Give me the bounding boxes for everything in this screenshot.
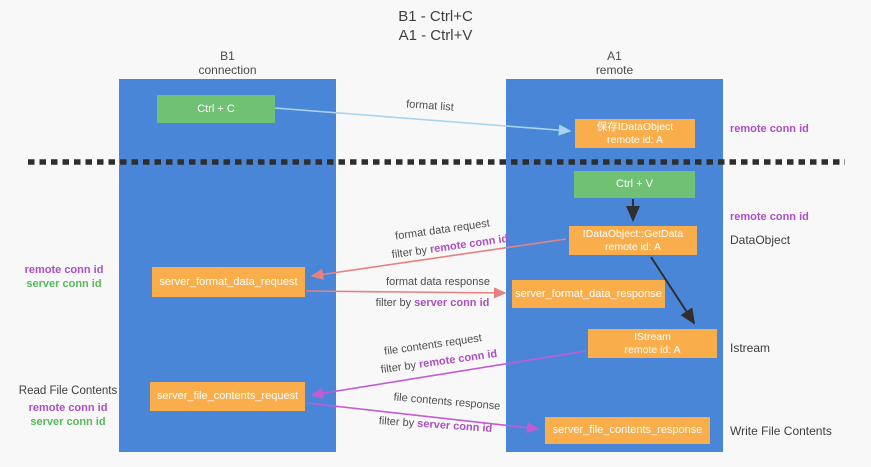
node-getdata-line1: IDataObject::GetData (582, 227, 684, 240)
annotation-left-bottom-server: server conn id (30, 416, 106, 428)
node-istream: IStream remote id: A (588, 329, 717, 358)
lane-b1-name: B1 (220, 49, 235, 63)
annotation-left-mid-server: server conn id (26, 278, 102, 290)
lane-b1-subtitle: connection (198, 63, 257, 77)
node-save-line1: 保存IDataObject (596, 120, 674, 133)
annotation-remote-conn-id-top: remote conn id (730, 123, 809, 135)
lane-header-b1: B1 connection (119, 49, 336, 77)
annotation-left-mid: remote conn id server conn id (18, 263, 110, 291)
annotation-left-mid-remote: remote conn id (24, 264, 104, 276)
label-filter-server-1-prefix: filter by (375, 297, 415, 309)
node-ctrl-v-label: Ctrl + V (616, 178, 653, 190)
page-title: B1 - Ctrl+C A1 - Ctrl+V (0, 7, 871, 45)
lane-a1-name: A1 (607, 49, 622, 63)
node-server-format-data-request: server_format_data_request (152, 267, 305, 297)
annotation-left-bottom-remote: remote conn id (28, 402, 108, 414)
annotation-istream: Istream (730, 341, 771, 355)
label-filter-server-2-value: server conn id (416, 417, 493, 435)
node-ctrl-v: Ctrl + V (574, 171, 695, 198)
label-filter-server-1-value: server conn id (414, 297, 490, 309)
node-idataobject-getdata: IDataObject::GetData remote id: A (569, 226, 697, 255)
annotation-dataobject: DataObject (730, 233, 791, 247)
node-server-format-data-response: server_format_data_response (512, 280, 665, 308)
node-format-response-label: server_format_data_response (515, 287, 662, 300)
lane-a1-subtitle: remote (595, 63, 634, 77)
page-title-line1: B1 - Ctrl+C (398, 8, 473, 25)
label-filter-remote-1-value: remote conn id (429, 232, 509, 256)
annotation-remote-conn-id-mid: remote conn id (730, 211, 809, 223)
label-format-list: format list (405, 98, 455, 114)
annotation-read-file-contents: Read File Contents remote conn id server… (18, 384, 118, 429)
node-file-response-label: server_file_contents_response (552, 424, 703, 436)
label-filter-remote-1-prefix: filter by (391, 243, 431, 262)
label-format-data-response: format data response (386, 276, 490, 288)
annotation-read-file-contents-title: Read File Contents (18, 385, 118, 397)
node-getdata-line2: remote id: A (604, 240, 662, 253)
node-istream-line2: remote id: A (624, 343, 681, 356)
label-filter-server-2: filter by server conn id (378, 415, 494, 435)
node-file-request-label: server_file_contents_request (156, 390, 299, 402)
annotation-write-file-contents: Write File Contents (730, 424, 832, 438)
node-server-file-contents-response: server_file_contents_response (545, 417, 710, 444)
node-istream-line1: IStream (634, 330, 671, 343)
node-save-line2: remote id: A (606, 133, 664, 146)
node-format-request-label: server_format_data_request (159, 275, 298, 288)
node-save-idataobject: 保存IDataObject remote id: A (575, 119, 695, 148)
page-title-line2: A1 - Ctrl+V (398, 27, 473, 44)
node-ctrl-c-label: Ctrl + C (197, 102, 235, 115)
label-file-contents-response: file contents response (393, 391, 501, 413)
label-filter-server-1: filter by server conn id (375, 297, 490, 309)
node-server-file-contents-request: server_file_contents_request (150, 382, 305, 411)
lane-header-a1: A1 remote (506, 49, 723, 77)
label-filter-server-2-prefix: filter by (378, 415, 418, 430)
label-filter-remote-2-prefix: filter by (380, 358, 420, 377)
node-ctrl-c: Ctrl + C (157, 95, 275, 123)
